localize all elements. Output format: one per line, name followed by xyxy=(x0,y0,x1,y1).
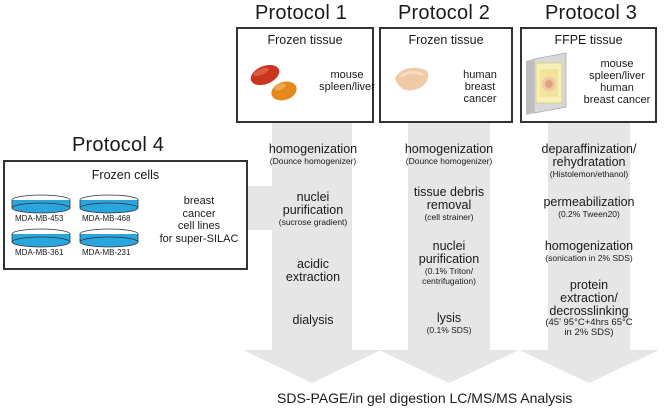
protocol2-arrow xyxy=(379,120,519,383)
protocol2-tissue-label: Frozen tissue xyxy=(408,33,484,47)
protocol1-sample-label: mouse spleen/liver xyxy=(319,69,375,93)
protocol3-sample-label: mouse spleen/liver human breast cancer xyxy=(583,58,651,106)
protocol3-step-homogenization: homogenization(sonication in 2% SDS) xyxy=(544,239,634,264)
protocol2-sample-label: human breast cancer xyxy=(463,69,497,105)
protocol1-title: Protocol 1 xyxy=(255,2,348,24)
ffpe-block-icon xyxy=(526,52,567,115)
protocol1-sample-box: Frozen tissue mouse spleen/liver xyxy=(236,27,375,123)
protocol4-title: Protocol 4 xyxy=(72,134,165,156)
protocol3-tissue-label: FFPE tissue xyxy=(554,33,623,47)
cell-line-label: MDA-MB-453 xyxy=(15,214,64,223)
protocol1-step-dialysis: dialysis xyxy=(292,313,334,327)
protocol1-step-homogenization: homogenization(Dounce homogenizer) xyxy=(268,142,358,167)
mouse-organs-icon xyxy=(250,64,297,101)
protocol3-arrow xyxy=(519,120,659,383)
protocol3-step-permeabilization: permeabilization(0.2% Tween20) xyxy=(543,195,635,220)
protocol3-sample-box: FFPE tissue mouse spleen/liver human bre… xyxy=(520,27,657,123)
protocol2-step-lysis: lysis(0.1% SDS) xyxy=(426,311,472,336)
protocol2-step-homogenization: homogenization(Dounce homogenizer) xyxy=(404,142,494,167)
protocol3-title: Protocol 3 xyxy=(545,2,638,24)
analysis-label: SDS-PAGE/in gel digestion LC/MS/MS Analy… xyxy=(277,390,573,406)
protocol1-tissue-label: Frozen tissue xyxy=(267,33,343,47)
cell-culture-dishes-icon xyxy=(11,194,139,248)
dish-4 xyxy=(79,228,139,248)
protocol1-arrow xyxy=(243,120,381,383)
protocol4-sample-box: Frozen cells xyxy=(3,160,248,270)
dish-1 xyxy=(11,194,71,214)
protocol2-sample-box: Frozen tissue human breast cancer xyxy=(379,27,513,123)
dish-2 xyxy=(79,194,139,214)
cell-line-label: MDA-MB-231 xyxy=(82,248,131,257)
protocol4-sample-label: breast cancer cell lines for super-SILAC xyxy=(159,195,239,245)
dish-3 xyxy=(11,228,71,248)
protocol4-tissue-label: Frozen cells xyxy=(91,168,160,182)
protocol2-title: Protocol 2 xyxy=(398,2,491,24)
breast-tissue-icon xyxy=(395,67,429,91)
protocol3-step-deparaffinization: deparaffinization/rehydratation(Histolem… xyxy=(541,142,637,180)
cell-line-label: MDA-MB-468 xyxy=(82,214,131,223)
cell-line-label: MDA-MB-361 xyxy=(15,248,64,257)
